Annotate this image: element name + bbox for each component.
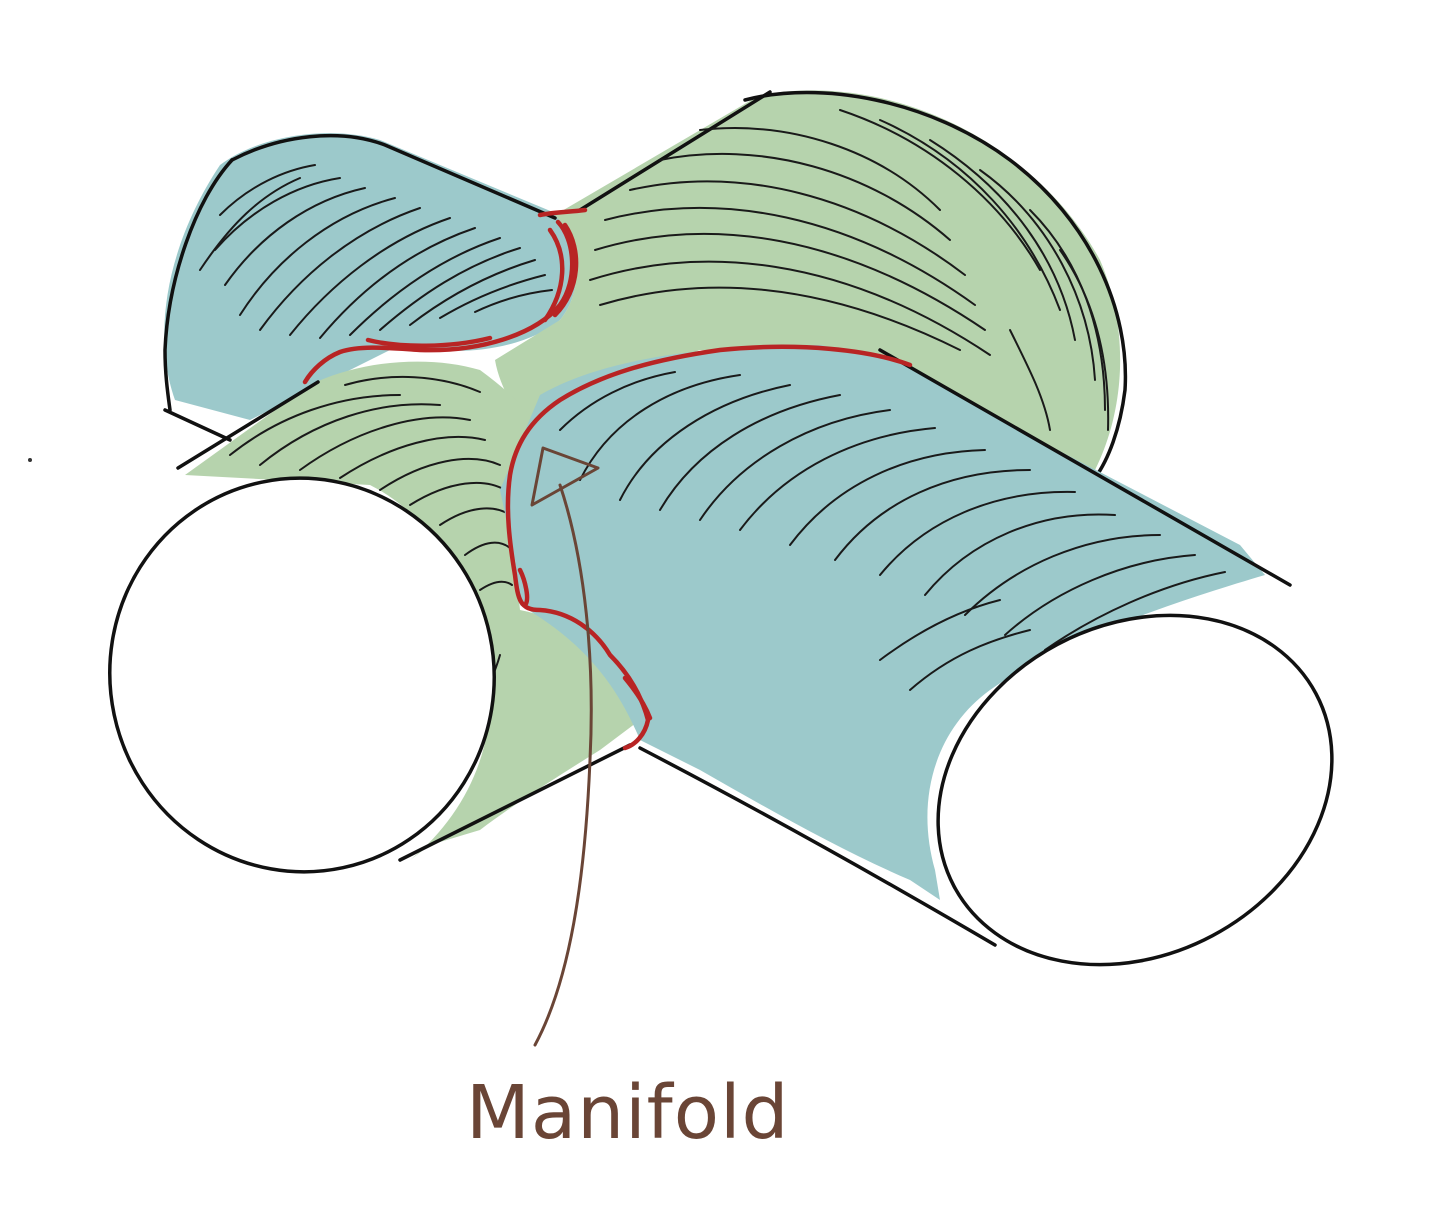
front-left-cylinder-hatching xyxy=(229,375,513,751)
back-right-cylinder-hatching xyxy=(589,109,1110,431)
front-right-cylinder-cap xyxy=(936,613,1334,967)
front-right-cylinder-bottom-edge xyxy=(638,746,997,947)
annotation-arrowhead xyxy=(530,446,600,507)
stray-mark xyxy=(28,458,32,462)
back-right-cylinder-top-edge xyxy=(578,90,772,212)
front-right-cylinder-hatching xyxy=(559,371,1226,691)
back-left-cylinder-end xyxy=(163,158,234,412)
front-left-cylinder-bottom-edge xyxy=(398,743,632,862)
front-left-cylinder-cap xyxy=(108,476,496,874)
annotation-label: Manifold xyxy=(466,1070,790,1156)
front-left-cylinder-top-edge xyxy=(176,380,320,470)
back-left-cylinder-bottom-edge xyxy=(163,408,232,442)
manifold-annotation xyxy=(530,446,600,1047)
manifold-intersection-curve xyxy=(302,207,913,751)
front-right-cylinder xyxy=(500,345,1292,947)
annotation-leader-line xyxy=(533,483,593,1047)
back-left-cylinder-hatching xyxy=(199,164,553,339)
back-right-cylinder xyxy=(495,90,1128,480)
front-right-cylinder-fill xyxy=(500,345,1265,900)
front-right-cylinder-top-edge xyxy=(878,348,1292,587)
back-right-cylinder-end xyxy=(743,90,1128,480)
back-left-cylinder-top-edge xyxy=(230,133,557,220)
